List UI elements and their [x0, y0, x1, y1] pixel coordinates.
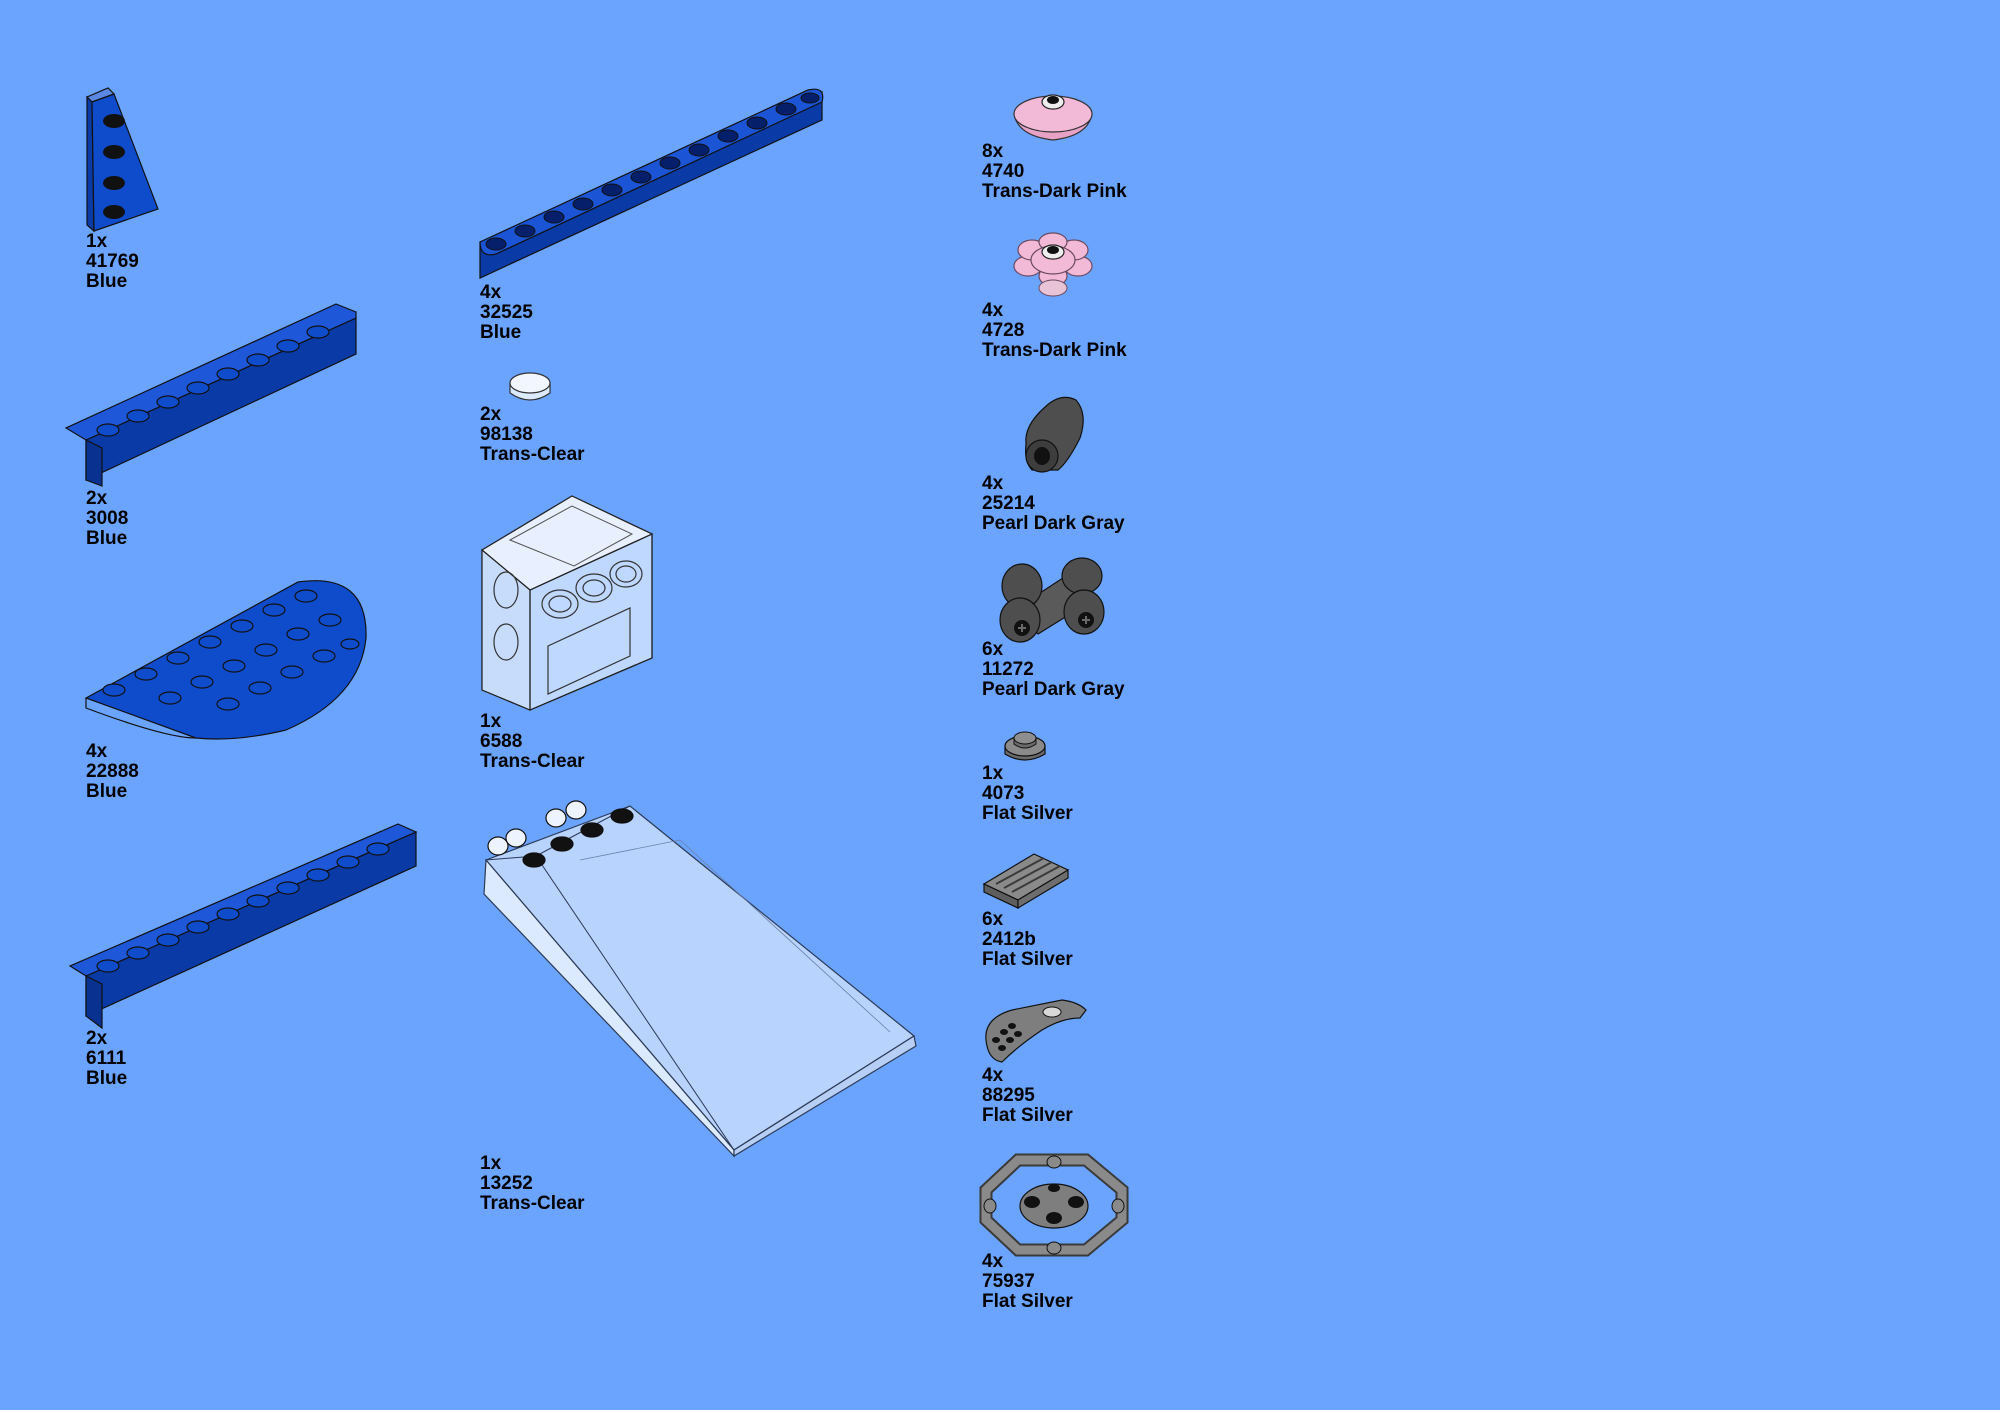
part-number: 88295 — [982, 1085, 1035, 1106]
part-number: 25214 — [982, 493, 1035, 514]
part-label: 4x 75937 Flat Silver — [982, 1252, 1073, 1312]
part-color: Flat Silver — [982, 803, 1073, 824]
part-color: Blue — [480, 322, 522, 343]
part-label: 2x 98138 Trans-Clear — [480, 405, 585, 465]
part-number: 2412b — [982, 929, 1036, 950]
part-number: 4728 — [982, 320, 1025, 341]
part-quantity: 1x — [480, 1153, 502, 1174]
brick-1x8-icon — [64, 303, 357, 487]
part-quantity: 1x — [982, 763, 1004, 784]
part-quantity: 2x — [86, 1028, 108, 1049]
part-color: Blue — [86, 528, 128, 549]
part-label: 1x 41769 Blue — [86, 232, 139, 292]
part-color: Blue — [86, 1068, 128, 1089]
part-color: Blue — [86, 271, 128, 292]
part-quantity: 8x — [982, 141, 1004, 162]
part-quantity: 1x — [86, 231, 108, 252]
part-number: 4073 — [982, 783, 1025, 804]
part-quantity: 4x — [982, 1065, 1004, 1086]
part-color: Trans-Clear — [480, 751, 585, 772]
part-label: 2x 3008 Blue — [86, 489, 128, 549]
part-label: 4x 22888 Blue — [86, 742, 139, 802]
part-color: Pearl Dark Gray — [982, 513, 1125, 534]
octagonal-wheel-icon — [979, 1153, 1129, 1257]
part-quantity: 2x — [86, 488, 108, 509]
part-number: 6111 — [86, 1048, 127, 1069]
part-number: 11272 — [982, 659, 1034, 680]
flower-icon — [1013, 232, 1093, 297]
bar-holder-icon — [985, 999, 1087, 1063]
part-color: Trans-Clear — [480, 1193, 585, 1214]
part-color: Flat Silver — [982, 1105, 1073, 1126]
part-label: 4x 32525 Blue — [480, 283, 533, 343]
round-plate-1x1-icon — [1004, 731, 1046, 761]
part-number: 6588 — [480, 731, 523, 752]
part-number: 3008 — [86, 508, 129, 529]
round-tile-icon — [509, 372, 551, 401]
part-quantity: 6x — [982, 909, 1004, 930]
part-color: Flat Silver — [982, 949, 1073, 970]
gearbox-icon — [480, 495, 654, 711]
round-plate-icon — [84, 580, 367, 740]
part-number: 22888 — [86, 761, 139, 782]
part-number: 32525 — [480, 302, 533, 323]
dish-icon — [1013, 94, 1093, 141]
part-label: 8x 4740 Trans-Dark Pink — [982, 142, 1127, 202]
part-color: Trans-Clear — [480, 444, 585, 465]
windscreen-icon — [483, 800, 917, 1158]
part-quantity: 2x — [480, 404, 502, 425]
brick-1x10-icon — [68, 823, 418, 1030]
technic-beam-icon — [479, 88, 824, 279]
part-label: 1x 4073 Flat Silver — [982, 764, 1073, 824]
part-quantity: 4x — [480, 282, 502, 303]
part-label: 6x 11272 Pearl Dark Gray — [982, 640, 1125, 700]
wedge-plate-icon — [85, 87, 159, 233]
part-quantity: 4x — [86, 741, 108, 762]
elbow-icon — [1025, 396, 1084, 473]
part-label: 6x 2412b Flat Silver — [982, 910, 1073, 970]
part-label: 1x 6588 Trans-Clear — [480, 712, 585, 772]
part-color: Trans-Dark Pink — [982, 181, 1127, 202]
part-number: 13252 — [480, 1173, 533, 1194]
part-number: 98138 — [480, 424, 533, 445]
part-quantity: 4x — [982, 1251, 1004, 1272]
wheel-holder-icon — [999, 557, 1105, 643]
part-label: 4x 88295 Flat Silver — [982, 1066, 1073, 1126]
part-color: Flat Silver — [982, 1291, 1073, 1312]
part-label: 2x 6111 Blue — [86, 1029, 127, 1089]
part-label: 4x 4728 Trans-Dark Pink — [982, 301, 1127, 361]
part-label: 4x 25214 Pearl Dark Gray — [982, 474, 1125, 534]
part-color: Trans-Dark Pink — [982, 340, 1127, 361]
grille-tile-icon — [982, 853, 1070, 910]
part-number: 75937 — [982, 1271, 1035, 1292]
part-label: 1x 13252 Trans-Clear — [480, 1154, 585, 1214]
part-quantity: 1x — [480, 711, 502, 732]
part-quantity: 4x — [982, 300, 1004, 321]
part-color: Pearl Dark Gray — [982, 679, 1125, 700]
part-number: 41769 — [86, 251, 139, 272]
part-quantity: 6x — [982, 639, 1004, 660]
part-quantity: 4x — [982, 473, 1004, 494]
part-number: 4740 — [982, 161, 1025, 182]
part-color: Blue — [86, 781, 128, 802]
